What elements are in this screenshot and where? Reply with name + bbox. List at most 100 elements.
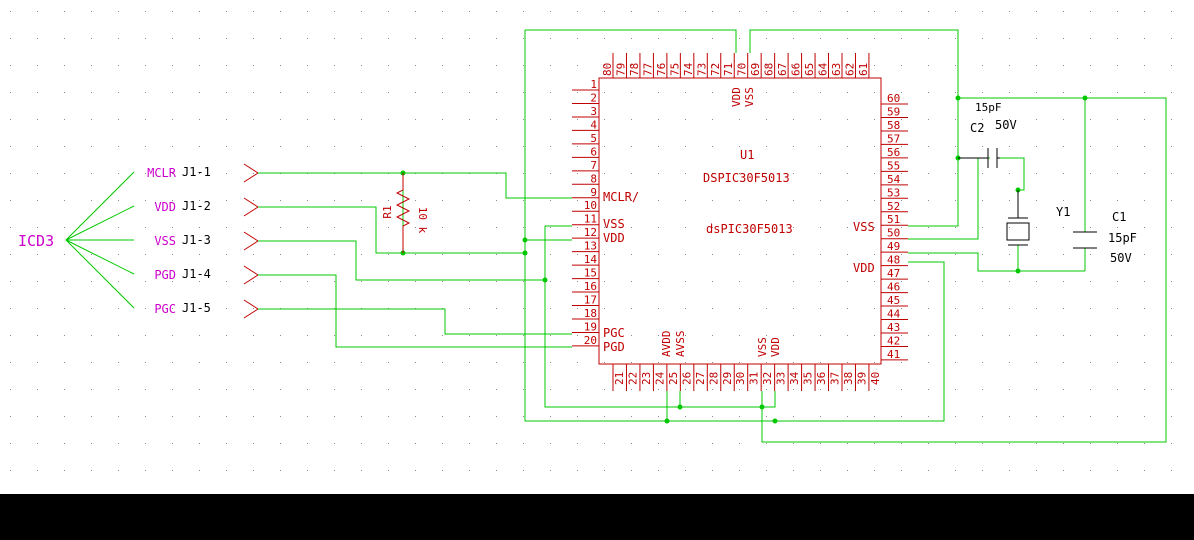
grid-dot (118, 443, 119, 444)
grid-dot (280, 92, 281, 93)
grid-dot (280, 389, 281, 390)
junction-dot (664, 418, 670, 424)
grid-dot (928, 92, 929, 93)
grid-dot (1171, 173, 1172, 174)
grid-dot (820, 173, 821, 174)
capacitor-c1[interactable]: C1 15pF 50V (1073, 210, 1137, 265)
c2-value: 15pF (975, 101, 1002, 114)
capacitor-c2[interactable]: 15pF C2 50V (958, 101, 1017, 168)
grid-dot (226, 200, 227, 201)
grid-dot (118, 470, 119, 471)
grid-dot (793, 281, 794, 282)
grid-dot (523, 65, 524, 66)
pin-number: 52 (887, 200, 900, 213)
grid-dot (280, 200, 281, 201)
pin-name-vss-right: VSS (853, 220, 875, 234)
grid-dot (901, 443, 902, 444)
crystal-y1[interactable]: Y1 (1006, 190, 1070, 246)
grid-dot (1063, 146, 1064, 147)
grid-dot (469, 443, 470, 444)
pin-number: 9 (590, 186, 597, 199)
grid-dot (91, 389, 92, 390)
grid-dot (1036, 11, 1037, 12)
connector-fan-lines (65, 171, 135, 309)
grid-dot (1009, 335, 1010, 336)
grid-dot (64, 200, 65, 201)
pin-number: 64 (817, 62, 830, 76)
grid-dot (1063, 173, 1064, 174)
grid-dot (1144, 416, 1145, 417)
grid-dot (91, 362, 92, 363)
pin-number: 53 (887, 186, 900, 199)
grid-dot (1009, 173, 1010, 174)
grid-dot (928, 38, 929, 39)
grid-dot (874, 281, 875, 282)
grid-dot (496, 470, 497, 471)
pin-number: 2 (590, 91, 597, 104)
grid-dot (253, 38, 254, 39)
pin-number: 30 (734, 372, 747, 385)
grid-dot (712, 389, 713, 390)
grid-dot (307, 389, 308, 390)
grid-dot (1144, 92, 1145, 93)
grid-dot (1090, 362, 1091, 363)
grid-dot (1090, 470, 1091, 471)
grid-dot (928, 11, 929, 12)
junction-dot (522, 250, 528, 256)
grid-dot (361, 11, 362, 12)
grid-dot (874, 92, 875, 93)
grid-dot (64, 146, 65, 147)
grid-dot (442, 443, 443, 444)
grid-dot (496, 308, 497, 309)
grid-dot (1144, 443, 1145, 444)
grid-dot (739, 335, 740, 336)
grid-dot (37, 146, 38, 147)
grid-dot (928, 119, 929, 120)
grid-dot (793, 146, 794, 147)
grid-dot (199, 335, 200, 336)
grid-dot (982, 227, 983, 228)
grid-dot (415, 146, 416, 147)
grid-dot (685, 146, 686, 147)
grid-dot (496, 227, 497, 228)
grid-dot (1144, 362, 1145, 363)
pin-number: 13 (584, 240, 597, 253)
fan-line (65, 171, 135, 241)
grid-dot (64, 254, 65, 255)
pin-number: 68 (763, 63, 776, 76)
grid-dot (334, 119, 335, 120)
capacitor-c2-symbol (958, 148, 1000, 168)
grid-dot (37, 11, 38, 12)
grid-dot (226, 362, 227, 363)
grid-dot (955, 65, 956, 66)
grid-dot (820, 254, 821, 255)
grid-dot (118, 362, 119, 363)
grid-dot (631, 389, 632, 390)
grid-dot (64, 11, 65, 12)
grid-dot (361, 119, 362, 120)
grid-dot (847, 281, 848, 282)
grid-dot (37, 173, 38, 174)
grid-dot (280, 119, 281, 120)
grid-dot (847, 254, 848, 255)
grid-dot (172, 308, 173, 309)
grid-dot (1117, 335, 1118, 336)
grid-dot (226, 146, 227, 147)
grid-dot (847, 92, 848, 93)
grid-dot (766, 281, 767, 282)
grid-dot (64, 362, 65, 363)
grid-dot (253, 146, 254, 147)
grid-dot (658, 65, 659, 66)
grid-dot (37, 335, 38, 336)
grid-dot (685, 119, 686, 120)
resistor-r1[interactable]: R1 10 k (381, 173, 429, 253)
grid-dot (928, 470, 929, 471)
grid-dot (37, 119, 38, 120)
grid-dot (739, 38, 740, 39)
grid-dot (820, 92, 821, 93)
signal-name: VDD (154, 200, 176, 214)
grid-dot (118, 11, 119, 12)
grid-dot (415, 38, 416, 39)
